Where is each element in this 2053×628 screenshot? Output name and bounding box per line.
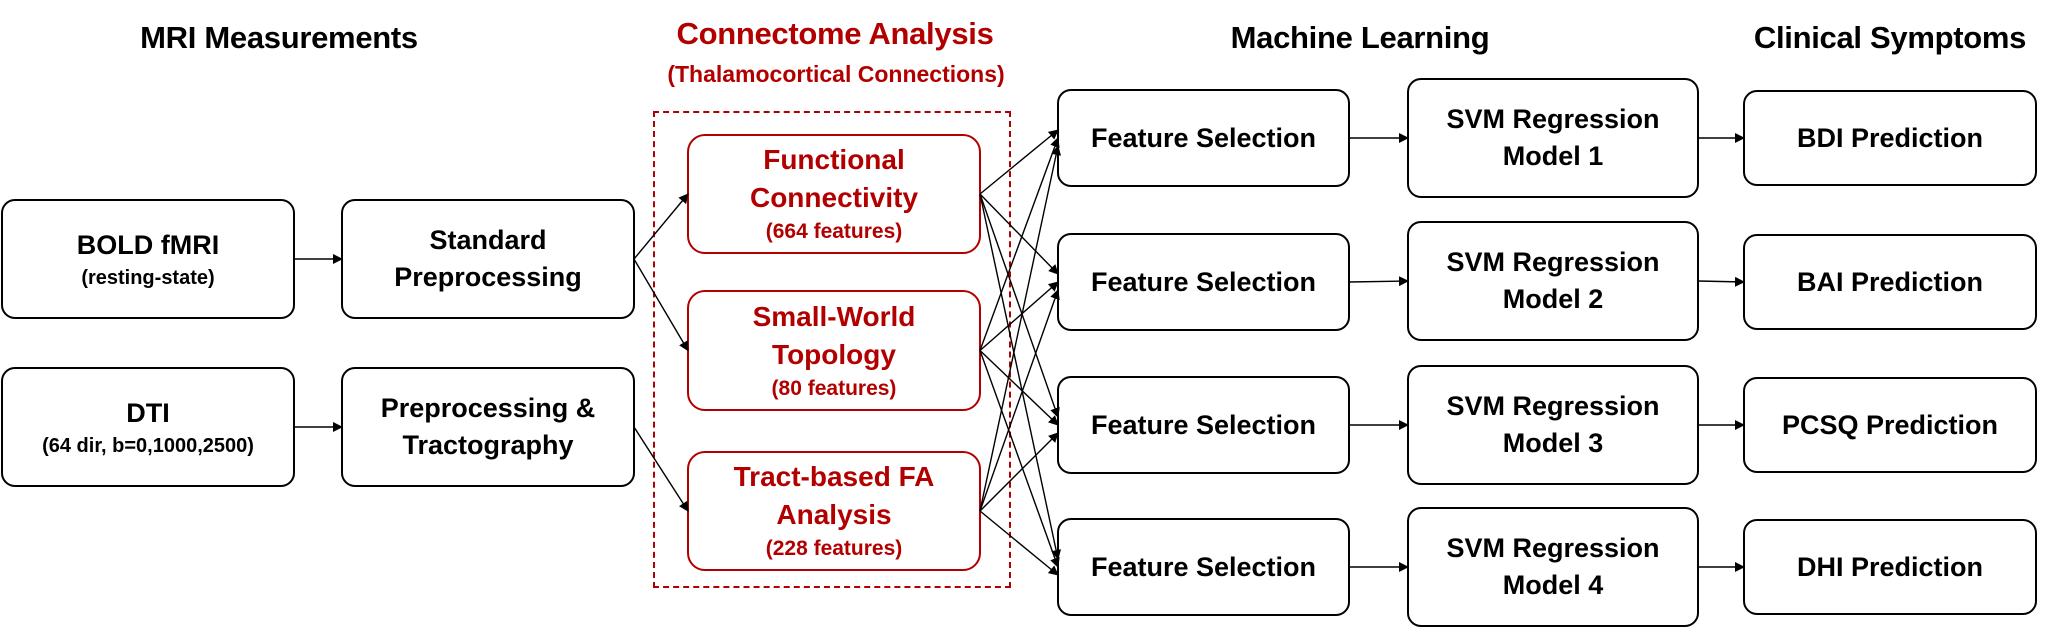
node-label: Feature Selection xyxy=(1090,409,1317,440)
node-label: DHI Prediction xyxy=(1796,551,1984,582)
node-line: Model 1 xyxy=(1502,141,1604,171)
node-line: Connectivity xyxy=(749,182,919,213)
node-dhi-prediction[interactable]: DHI Prediction xyxy=(1743,519,2037,615)
node-tract-based-fa-analysis[interactable]: Tract-based FA Analysis (228 features) xyxy=(687,451,981,571)
node-feature-selection-4[interactable]: Feature Selection xyxy=(1057,518,1350,616)
node-svm-model-1[interactable]: SVM Regression Model 1 xyxy=(1407,78,1699,198)
node-line: Functional xyxy=(763,144,905,175)
node-bdi-prediction[interactable]: BDI Prediction xyxy=(1743,90,2037,186)
node-line: Preprocessing & xyxy=(380,393,596,423)
node-label: Feature Selection xyxy=(1090,551,1317,582)
node-line: Tractography xyxy=(402,430,574,460)
node-feature-selection-1[interactable]: Feature Selection xyxy=(1057,89,1350,187)
header-mri-measurements: MRI Measurements xyxy=(140,20,418,55)
node-preprocessing-tractography[interactable]: Preprocessing & Tractography xyxy=(341,367,635,487)
arrow-svm1-to-pred1 xyxy=(1697,276,1745,287)
feature-count: (228 features) xyxy=(765,537,903,560)
node-line: Standard xyxy=(429,225,547,255)
node-line: Small-World xyxy=(752,300,916,332)
node-svm-model-3[interactable]: SVM Regression Model 3 xyxy=(1407,365,1699,485)
node-line: SVM Regression xyxy=(1446,104,1660,134)
feature-count: (80 features) xyxy=(771,376,897,400)
node-functional-connectivity[interactable]: Functional Connectivity (664 features) xyxy=(687,134,981,254)
node-label: Feature Selection xyxy=(1090,266,1317,297)
node-line: Model 3 xyxy=(1502,428,1604,458)
node-line: Analysis xyxy=(776,499,892,530)
node-line: SVM Regression xyxy=(1446,391,1660,421)
node-label: BAI Prediction xyxy=(1796,266,1984,297)
arrow-fs1-to-svm1 xyxy=(1348,276,1409,287)
node-line: Topology xyxy=(772,338,896,370)
node-title: BOLD fMRI xyxy=(76,229,220,260)
header-connectome-subtitle: (Thalamocortical Connections) xyxy=(667,61,1005,87)
node-line: SVM Regression xyxy=(1446,247,1660,277)
header-clinical-symptoms: Clinical Symptoms xyxy=(1753,20,2027,55)
node-subtitle: (resting-state) xyxy=(81,266,215,289)
node-dti[interactable]: DTI (64 dir, b=0,1000,2500) xyxy=(1,367,295,487)
node-svm-model-4[interactable]: SVM Regression Model 4 xyxy=(1407,507,1699,627)
node-line: Preprocessing xyxy=(394,262,582,292)
node-title: DTI xyxy=(126,397,170,428)
node-bold-fmri[interactable]: BOLD fMRI (resting-state) xyxy=(1,199,295,319)
node-line: SVM Regression xyxy=(1446,533,1660,563)
node-standard-preprocessing[interactable]: Standard Preprocessing xyxy=(341,199,635,319)
node-label: BDI Prediction xyxy=(1796,122,1984,153)
node-line: Tract-based FA xyxy=(733,461,935,492)
node-feature-selection-2[interactable]: Feature Selection xyxy=(1057,233,1350,331)
header-connectome-analysis: Connectome Analysis xyxy=(676,16,994,51)
node-line: Model 4 xyxy=(1502,570,1604,600)
node-small-world-topology[interactable]: Small-World Topology (80 features) xyxy=(687,290,981,411)
node-feature-selection-3[interactable]: Feature Selection xyxy=(1057,376,1350,474)
node-pcsq-prediction[interactable]: PCSQ Prediction xyxy=(1743,377,2037,473)
node-svm-model-2[interactable]: SVM Regression Model 2 xyxy=(1407,221,1699,341)
node-label: Feature Selection xyxy=(1090,122,1317,153)
node-label: PCSQ Prediction xyxy=(1781,409,1999,440)
node-subtitle: (64 dir, b=0,1000,2500) xyxy=(42,434,254,457)
node-bai-prediction[interactable]: BAI Prediction xyxy=(1743,234,2037,330)
header-machine-learning: Machine Learning xyxy=(1230,20,1490,55)
feature-count: (664 features) xyxy=(765,220,903,243)
node-line: Model 2 xyxy=(1502,284,1604,314)
